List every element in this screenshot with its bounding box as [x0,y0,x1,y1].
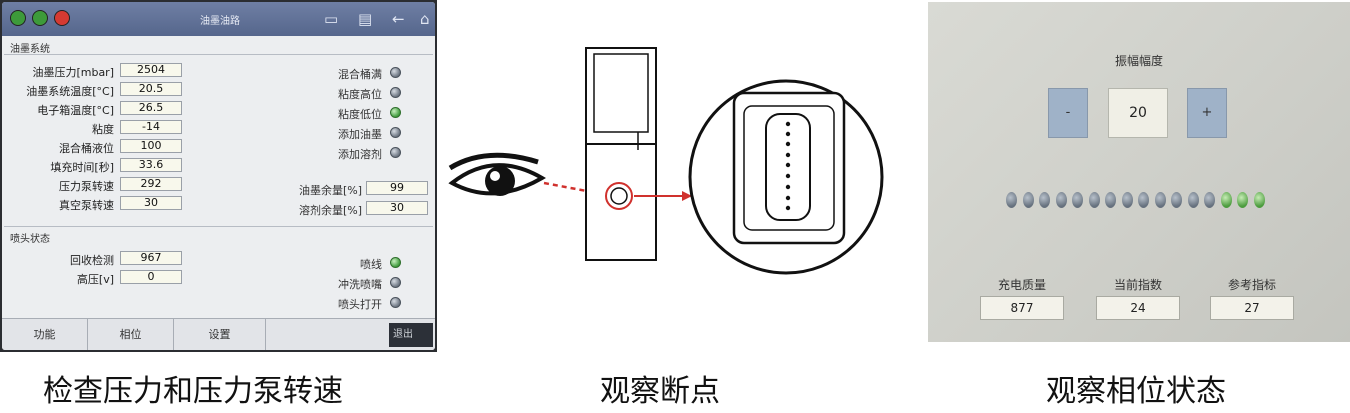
caption-left: 检查压力和压力泵转速 [43,374,343,409]
decrease-button[interactable]: - [1048,88,1088,138]
section-divider [4,54,433,55]
bottom-tab-bar: 功能 相位 设置 退出 [2,318,435,350]
status-led-icon [390,67,401,78]
status-led-icon [390,127,401,138]
amplitude-value[interactable]: 20 [1108,88,1168,138]
parameter-label: 混合桶液位 [59,142,114,155]
status-led-icon [390,87,401,98]
metric-value: 27 [1210,296,1294,320]
head-parameter-label: 高压[v] [76,273,114,286]
phase-dot-icon [1253,192,1265,208]
tab-phase[interactable]: 相位 [88,319,174,350]
breakpoint-diagram [448,47,884,275]
phase-dot-icon [1121,192,1133,208]
phase-dot-icon [1171,192,1182,208]
metric-label: 充电质量 [997,278,1046,292]
parameter-value: 26.5 [120,101,182,115]
head-parameter-label: 回收检测 [70,254,114,267]
head-status-led-icon [390,297,401,308]
phase-dot-icon [1072,192,1083,208]
parameter-value: 2504 [120,63,182,77]
status-led-icon [390,107,401,118]
monitor-icon[interactable]: ▭ [324,10,339,28]
ink-breakpoints [785,121,791,211]
print-icon[interactable]: ▤ [358,10,373,28]
breakpoint-illustration [446,0,906,300]
phase-amplitude-title: 振幅幅度 [1114,54,1163,68]
head-status-led-icon [390,257,401,268]
metric-label: 当前指数 [1113,278,1162,292]
window-minimize-button[interactable] [10,10,26,26]
level-value: 99 [366,181,428,195]
parameter-value: 30 [120,196,182,210]
section-divider [4,226,433,227]
phase-dot-icon [1154,192,1166,208]
phase-dot-icon [1105,192,1116,208]
caption-middle: 观察断点 [600,374,720,409]
phase-dot-icon [1237,192,1248,208]
parameter-label: 粘度 [92,123,114,136]
eye-icon [448,152,546,196]
parameter-label: 压力泵转速 [59,180,114,193]
hmi-window: 油墨油路 ▭ ▤ ← ⌂ 油墨系统 油墨压力[mbar] 2504 油墨系统温度[°… [2,2,435,350]
indicator-label: 添加油墨 [338,128,382,141]
level-value: 30 [366,201,428,215]
phase-dot-icon [1204,192,1215,208]
phase-dot-icon [1006,192,1017,208]
parameter-value: 292 [120,177,182,191]
zoom-arrow [634,191,692,201]
magnified-view [688,79,884,275]
phase-status-screen: 振幅幅度 - 20 + 充电质量 877 当前指数 24 参考指标 27 [928,2,1350,342]
window-title: 油墨油路 [200,16,240,27]
observation-hole [605,182,633,210]
nozzle-housing [585,47,657,261]
phase-dot-icon [1039,192,1050,208]
phase-dot-icon [1022,192,1034,208]
parameter-value: -14 [120,120,182,134]
parameter-value: 100 [120,139,182,153]
parameter-value: 20.5 [120,82,182,96]
head-parameter-value: 967 [120,251,182,265]
parameter-label: 油墨压力[mbar] [32,66,114,79]
head-indicator-label: 喷头打开 [338,298,382,311]
title-bar: 油墨油路 ▭ ▤ ← ⌂ [2,2,435,36]
increase-button[interactable]: + [1187,88,1227,138]
caption-right: 观察相位状态 [1046,374,1226,409]
metric-label: 参考指标 [1227,278,1276,292]
indicator-label: 添加溶剂 [338,148,382,161]
exit-button[interactable]: 退出 [389,323,433,347]
ink-system-screen: 油墨油路 ▭ ▤ ← ⌂ 油墨系统 油墨压力[mbar] 2504 油墨系统温度[°… [0,0,437,352]
phase-dot-icon [1088,192,1100,208]
home-icon[interactable]: ⌂ [420,10,430,28]
parameter-label: 真空泵转速 [59,199,114,212]
tab-function[interactable]: 功能 [2,319,88,350]
parameter-label: 填充时间[秒] [50,161,114,174]
window-close-button[interactable] [54,10,70,26]
metric-value: 877 [980,296,1064,320]
head-indicator-label: 冲洗喷嘴 [338,278,382,291]
phase-dot-icon [1055,192,1067,208]
head-status-section-label: 喷头状态 [10,234,50,245]
parameter-label: 油墨系统温度[°C] [26,85,114,98]
indicator-label: 混合桶满 [338,68,382,81]
level-label: 溶剂余量[%] [298,204,362,217]
head-status-led-icon [390,277,401,288]
head-parameter-value: 0 [120,270,182,284]
phase-dot-icon [1138,192,1149,208]
metric-value: 24 [1096,296,1180,320]
indicator-label: 粘度低位 [338,108,382,121]
indicator-label: 粘度高位 [338,88,382,101]
head-indicator-label: 喷线 [360,258,382,271]
window-maximize-button[interactable] [32,10,48,26]
phase-dot-icon [1220,192,1232,208]
parameter-value: 33.6 [120,158,182,172]
phase-dot-icon [1187,192,1199,208]
level-label: 油墨余量[%] [298,184,362,197]
ink-system-section-label: 油墨系统 [10,44,50,55]
tab-settings[interactable]: 设置 [174,319,266,350]
status-led-icon [390,147,401,158]
back-arrow-icon[interactable]: ← [392,10,405,28]
parameter-label: 电子箱温度[°C] [37,104,114,117]
